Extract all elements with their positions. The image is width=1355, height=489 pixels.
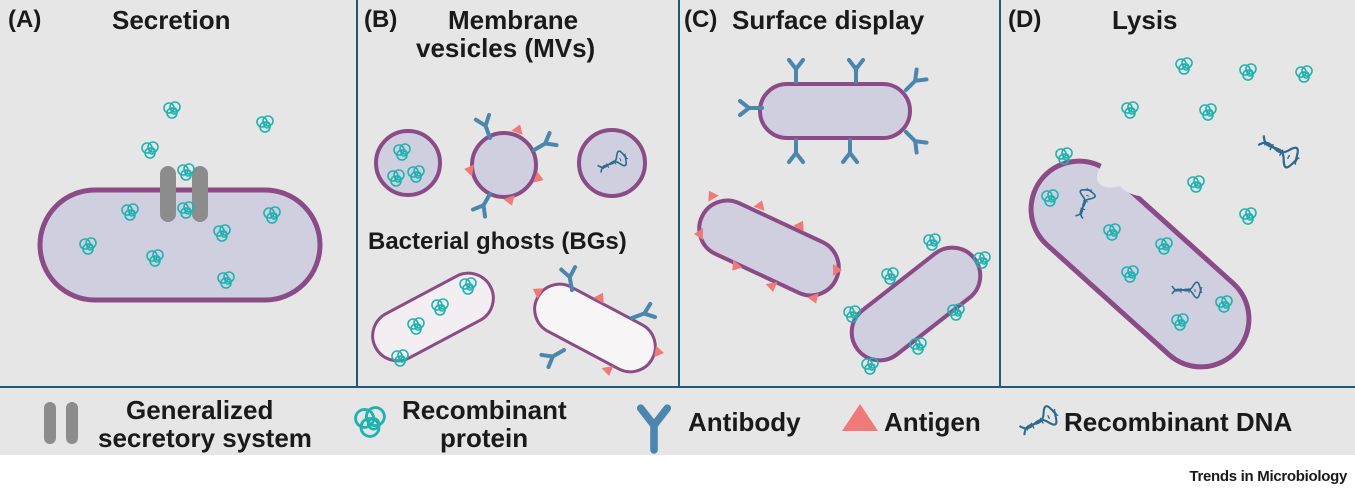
- panel-d-title: Lysis: [1112, 5, 1178, 35]
- panel-b-title-line1: Membrane: [448, 5, 579, 35]
- panel-c-tag: (C): [684, 6, 718, 33]
- vesicle-antibody: [463, 112, 559, 219]
- legend-divider: [0, 386, 1355, 388]
- panel-a-title: Secretion: [112, 5, 231, 35]
- cell-antigen-display: [694, 187, 842, 306]
- journal-credit: Trends in Microbiology: [1189, 468, 1347, 485]
- panel-d-tag: (D): [1008, 6, 1042, 33]
- divider-cd: [999, 0, 1001, 388]
- vesicle-protein: [374, 129, 442, 197]
- legend-secretory-line2: secretory system: [98, 423, 312, 453]
- antigen-icon: [842, 404, 878, 431]
- lysing-cell: [1028, 119, 1252, 370]
- divider-ab: [356, 0, 358, 388]
- panel-b-subtitle: Bacterial ghosts (BGs): [368, 228, 627, 255]
- secretory-system-icon: [44, 402, 78, 444]
- panel-b-tag: (B): [364, 6, 398, 33]
- recombinant-dna-icon: [1016, 402, 1063, 441]
- vesicle-dna: [577, 128, 647, 198]
- panel-b-title-line2: vesicles (MVs): [416, 33, 596, 63]
- legend-protein-line1: Recombinant: [402, 395, 567, 425]
- ghost-protein: [371, 271, 495, 367]
- panel-a-tag: (A): [8, 6, 42, 33]
- ghost-antibody: [529, 265, 665, 377]
- cell-antibody-display: [738, 58, 927, 164]
- divider-bc: [678, 0, 680, 388]
- panel-c-title: Surface display: [732, 5, 925, 35]
- legend-protein-line2: protein: [440, 423, 529, 453]
- legend-antibody-label: Antibody: [688, 407, 801, 437]
- antibody-icon: [641, 408, 668, 450]
- legend-secretory-line1: Generalized: [126, 395, 274, 425]
- cell-protein-display: [843, 233, 991, 375]
- secretion-cell: [37, 166, 323, 303]
- recombinant-protein-icon: [354, 406, 386, 438]
- legend-antigen-label: Antigen: [884, 407, 981, 437]
- legend-dna-label: Recombinant DNA: [1064, 407, 1293, 437]
